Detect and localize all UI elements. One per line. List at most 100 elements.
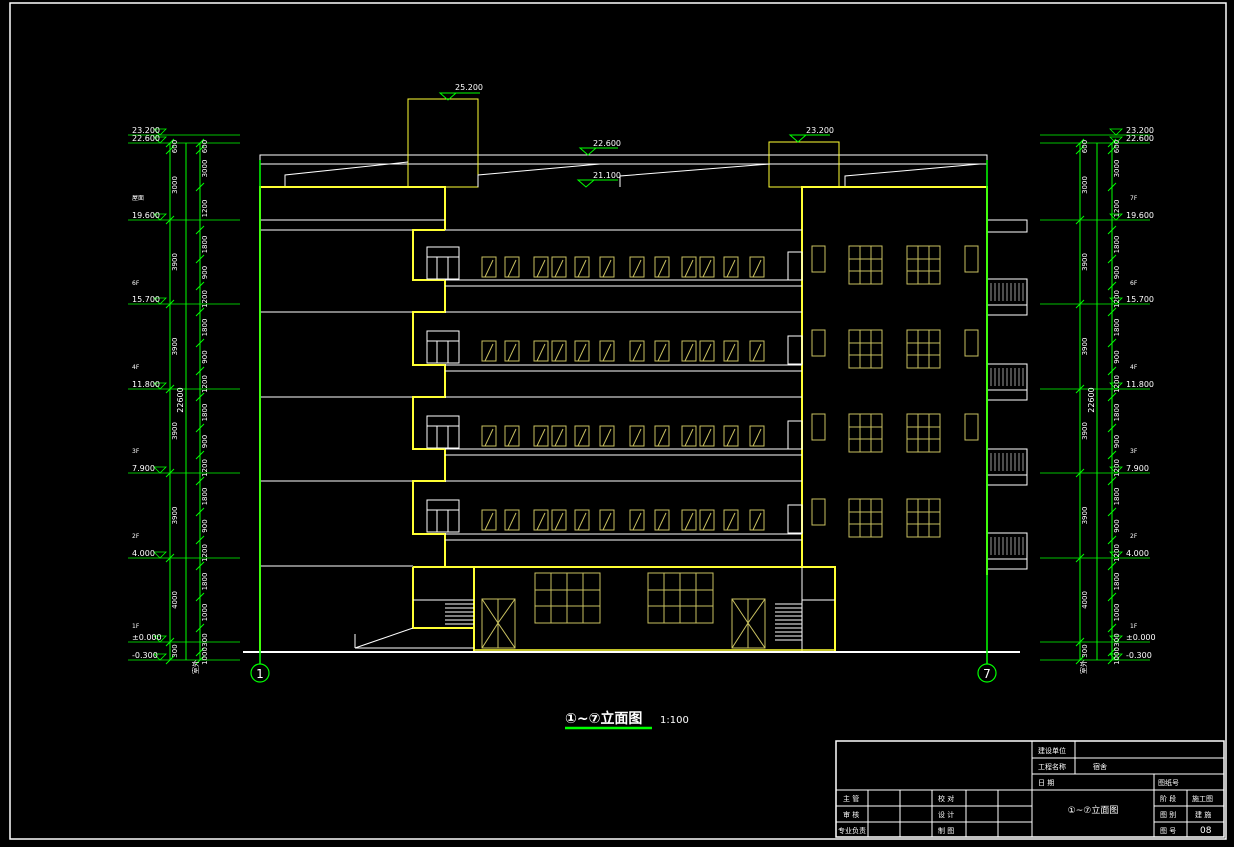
corridor-window [723,425,739,447]
corridor-window-swing [632,512,642,531]
corridor-end-window-mullion [427,340,459,363]
side-balconies [986,219,1028,570]
segment-tick [1107,655,1117,665]
left-dimension-chain: 23.20022.60019.60015.70011.8007.9004.000… [128,126,240,674]
corridor-rails [445,229,802,568]
corridor-window [533,340,549,362]
axis-markers: 1 7 [250,160,997,683]
corridor-window [574,509,590,531]
corridor-window-swing [554,259,564,278]
level-triangle [1109,653,1123,661]
level-triangle [153,128,167,136]
ground-floor-lines [413,567,835,652]
segment-tick [195,476,205,486]
level-triangle [1109,297,1123,305]
corridor-window [599,425,615,447]
segment-tick [195,254,205,264]
corridor-end-window-mullion [427,256,459,279]
level-triangle [1109,213,1123,221]
right-window [848,413,883,453]
corridor-window-swing [507,259,517,278]
top-elevation-markers: 25.200 22.600 21.100 23.200 [438,83,834,188]
storey-label: 4000 [171,591,179,609]
segment-label: 300 [201,633,209,646]
segment-label: 1000 [1113,647,1121,665]
corridor-window [481,256,497,278]
balcony-rail [990,537,1024,555]
top-tower [407,98,479,188]
right-small-window-2 [964,245,979,273]
storey-tick [1075,468,1085,478]
level-value: 11.800 [1126,380,1154,389]
corridor-window [654,340,670,362]
right-bay-windows [811,245,979,538]
right-window-mullions [907,414,940,452]
level-value: 19.600 [132,211,160,220]
storey-label: 3900 [1081,338,1089,356]
level-value: -0.300 [1126,651,1152,660]
level-value: ±0.000 [1126,633,1156,642]
corridor-window [574,256,590,278]
storey-label: 600 [1081,140,1089,153]
level-triangle [153,653,167,661]
corridor-window [699,340,715,362]
segment-tick [195,655,205,665]
corridor-window-swing [632,343,642,362]
corridor-window-swing [554,343,564,362]
corridor-window [504,256,520,278]
segment-label: 600 [201,140,209,153]
segment-tick [1107,182,1117,192]
segment-label: 1800 [201,319,209,337]
storey-tick [1075,299,1085,309]
level-value: 7.900 [1126,464,1149,473]
corridor-window-swing [577,428,587,447]
corridor-window-swing [657,343,667,362]
level-value: 23.200 [132,126,160,135]
corridor-window [551,509,567,531]
corridor-window [551,340,567,362]
segment-tick [195,392,205,402]
balcony-slab [986,474,1028,486]
corridor-window-swing [752,428,762,447]
tb-drawing-name: ①~⑦立面图 [1068,804,1119,816]
corridor-window-swing [684,512,694,531]
segment-tick [195,366,205,376]
corridor-right-window [787,335,803,365]
corridor-window-swing [726,259,736,278]
corridor-window [723,340,739,362]
corridor-end-window [426,330,460,364]
tb-category-label: 图 别 [1160,810,1176,819]
segment-tick [1107,450,1117,460]
storey-label: 3900 [171,253,179,271]
storey-label: 3900 [1081,422,1089,440]
segment-tick [195,535,205,545]
corridor-window-swing [702,343,712,362]
corridor-window [654,425,670,447]
segment-tick [1107,307,1117,317]
tb-date-label: 日 期 [1038,779,1054,787]
corridor-window-swing [657,512,667,531]
storey-label: 3900 [1081,507,1089,525]
segment-tick [1107,138,1117,148]
segment-label: 1800 [1113,319,1121,337]
segment-tick [195,561,205,571]
corridor-outline [412,229,446,567]
tb-design-unit-label: 建设单位 [1038,746,1066,755]
segment-label: 1200 [201,200,209,218]
right-small-window-2 [964,413,979,441]
storey-tick [1075,655,1085,665]
segment-tick [1107,592,1117,602]
entry-ramp [354,627,474,649]
segment-label: 900 [1113,519,1121,532]
segment-label: 1200 [1113,200,1121,218]
corridor-end-window [426,499,460,533]
storey-label: 3000 [1081,176,1089,194]
right-bay-outline [801,186,988,575]
corridor-window [723,256,739,278]
left-bay-lines [260,219,445,567]
roof-slopes [284,161,981,187]
tb-category: 建 施 [1195,810,1211,819]
corridor-window-swing [507,428,517,447]
corridor-window-swing [577,512,587,531]
segment-label: 900 [1113,435,1121,448]
